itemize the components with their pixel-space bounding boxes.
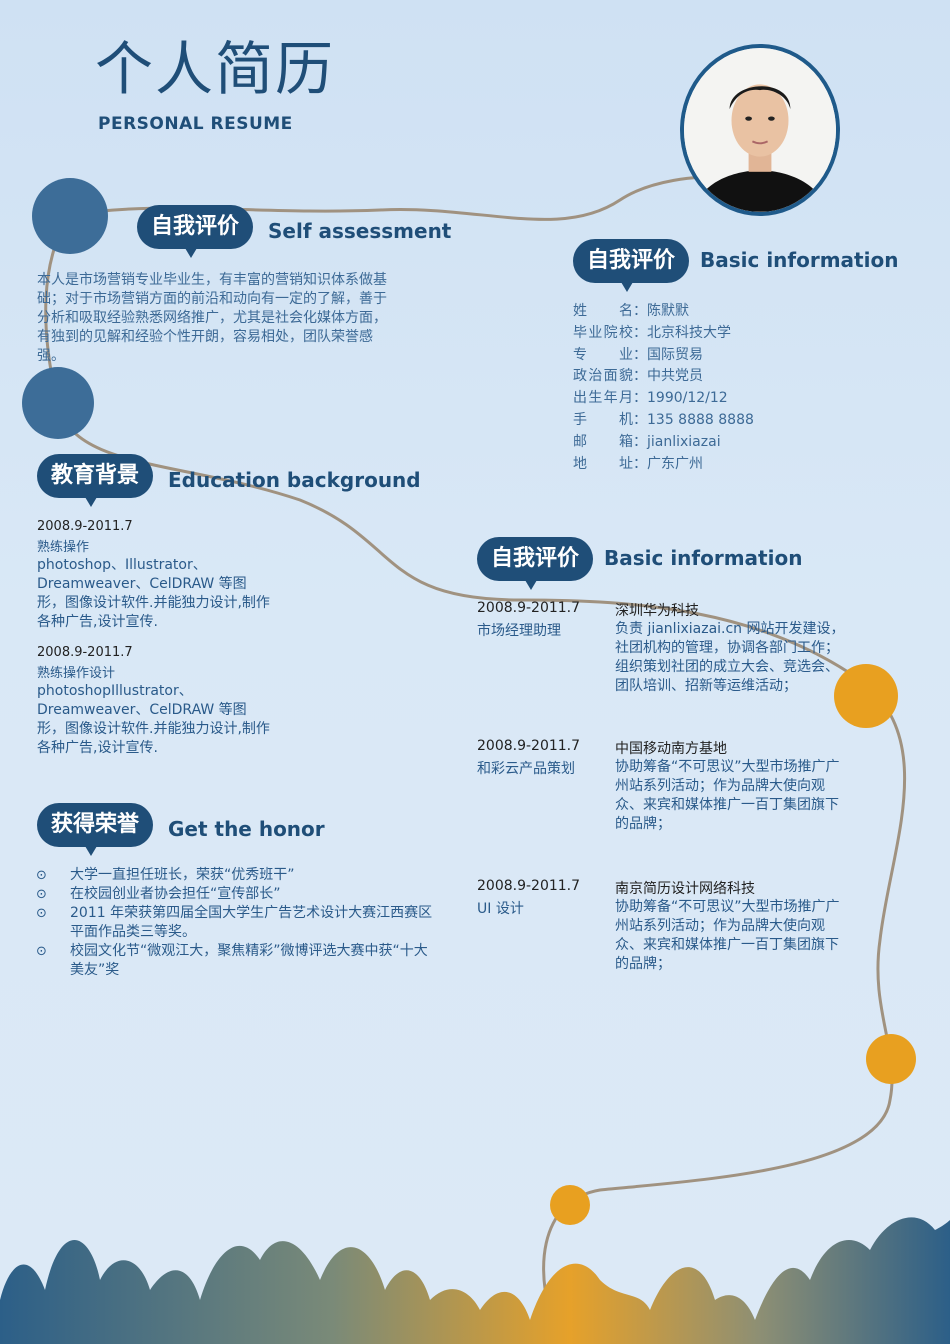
work-date: 2008.9-2011.7 (477, 878, 581, 894)
basic-info-colon: ： (633, 390, 647, 407)
work-company: 中国移动南方基地 (615, 741, 727, 757)
basic-info-heading-en: Basic information (700, 248, 899, 272)
education-item-2: 2008.9-2011.7 熟练操作设计 photoshopIllustrato… (37, 645, 273, 758)
honor-item: ⊙ 2011 年荣获第四届全国大学生广告艺术设计大赛江西赛区平面作品类三等奖。 (36, 904, 436, 942)
education-desc: photoshop、Illustrator、Dreamweaver、CelDRA… (37, 557, 270, 630)
education-item-1: 2008.9-2011.7 熟练操作 photoshop、Illustrator… (37, 519, 273, 632)
basic-info-row: 毕业院校：北京科技大学 (573, 322, 731, 342)
honor-text: 在校园创业者协会担任“宣传部长” (70, 886, 281, 902)
basic-info-colon: ： (633, 433, 647, 450)
avatar-icon (684, 48, 836, 212)
bullet-icon: ⊙ (36, 868, 47, 883)
mountain-silhouette (0, 1217, 950, 1344)
orange-circle-1 (834, 664, 898, 728)
orange-circle-3 (550, 1185, 590, 1225)
basic-info-row: 姓 名：陈默默 (573, 300, 689, 320)
basic-info-label: 毕业院校 (573, 324, 633, 341)
basic-info-heading: 自我评价 (573, 239, 690, 292)
basic-info-value: 陈默默 (647, 303, 689, 319)
work-company: 南京简历设计网络科技 (615, 881, 755, 897)
honor-item: ⊙ 校园文化节“微观江大，聚焦精彩”微博评选大赛中获“十大美友”奖 (36, 942, 436, 980)
basic-info-row: 地 址：广东广州 (573, 453, 703, 473)
work-desc: 负责 jianlixiazai.cn 网站开发建设，社团机构的管理，协调各部门工… (615, 621, 845, 694)
education-date: 2008.9-2011.7 (37, 645, 133, 660)
work-date: 2008.9-2011.7 (477, 600, 581, 616)
education-heading-en: Education background (168, 468, 421, 492)
basic-info-colon: ： (633, 455, 647, 472)
work-role: 和彩云产品策划 (477, 761, 575, 777)
basic-info-colon: ： (633, 346, 647, 363)
work-desc: 协助筹备“不可思议”大型市场推广广州站系列活动；作为品牌大使向观众、来宾和媒体推… (615, 759, 840, 832)
education-major: 熟练操作设计 (37, 666, 116, 681)
honor-item: ⊙ 大学一直担任班长，荣获“优秀班干” (36, 866, 436, 885)
basic-info-colon: ： (633, 412, 647, 428)
bullet-icon: ⊙ (36, 887, 47, 902)
bullet-icon: ⊙ (36, 906, 47, 921)
education-heading: 教育背景 (37, 454, 154, 507)
honor-text: 大学一直担任班长，荣获“优秀班干” (70, 867, 295, 883)
honors-heading: 获得荣誉 (37, 803, 154, 856)
basic-info-value: 中共党员 (647, 368, 703, 385)
work-heading: 自我评价 (477, 537, 594, 590)
basic-info-label: 地 址 (573, 455, 633, 472)
basic-info-label: 出生年月 (573, 390, 633, 407)
basic-info-value: 北京科技大学 (647, 324, 731, 341)
basic-info-label: 政治面貌 (573, 368, 633, 385)
education-desc: photoshopIllustrator、Dreamweaver、CelDRAW… (37, 683, 270, 756)
blue-circle-medium (22, 367, 94, 439)
honors-list: ⊙ 大学一直担任班长，荣获“优秀班干” ⊙ 在校园创业者协会担任“宣传部长” ⊙ 2011… (36, 866, 436, 980)
basic-info-row: 出生年月：1990/12/12 (573, 387, 728, 407)
work-role: 市场经理助理 (477, 623, 561, 639)
self-assessment-heading-en: Self assessment (268, 219, 452, 243)
basic-info-colon: ： (633, 324, 647, 341)
self-assessment-text: 本人是市场营销专业毕业生，有丰富的营销知识体系做基础；对于市场营销方面的前沿和动… (37, 272, 387, 364)
basic-info-colon: ： (633, 303, 647, 319)
basic-info-colon: ： (633, 368, 647, 385)
basic-info-label: 姓 名 (573, 303, 633, 319)
orange-circle-2 (866, 1034, 916, 1084)
basic-info-row: 政治面貌：中共党员 (573, 365, 703, 385)
profile-photo (680, 44, 840, 216)
honor-text: 2011 年荣获第四届全国大学生广告艺术设计大赛江西赛区平面作品类三等奖。 (70, 905, 433, 940)
work-heading-en: Basic information (604, 546, 803, 570)
honors-heading-en: Get the honor (168, 817, 325, 841)
honor-item: ⊙ 在校园创业者协会担任“宣传部长” (36, 885, 436, 904)
honor-text: 校园文化节“微观江大，聚焦精彩”微博评选大赛中获“十大美友”奖 (70, 943, 428, 978)
basic-info-row: 邮 箱：jianlixiazai (573, 431, 721, 451)
work-company: 深圳华为科技 (615, 603, 699, 619)
basic-info-value: jianlixiazai (647, 433, 721, 450)
basic-info-value: 1990/12/12 (647, 390, 728, 407)
basic-info-row: 专 业：国际贸易 (573, 344, 703, 364)
page-title: 个人简历 (95, 35, 336, 103)
basic-info-label: 邮 箱 (573, 433, 633, 450)
work-role: UI 设计 (477, 901, 524, 917)
blue-circle-large (32, 178, 108, 254)
basic-info-label: 专 业 (573, 346, 633, 363)
bullet-icon: ⊙ (36, 944, 47, 959)
basic-info-value: 135 8888 8888 (647, 412, 754, 428)
education-major: 熟练操作 (37, 540, 90, 555)
basic-info-value: 国际贸易 (647, 346, 703, 363)
work-date: 2008.9-2011.7 (477, 738, 581, 754)
work-desc: 协助筹备“不可思议”大型市场推广广州站系列活动；作为品牌大使向观众、来宾和媒体推… (615, 899, 840, 972)
education-date: 2008.9-2011.7 (37, 519, 133, 534)
basic-info-label: 手 机 (573, 412, 633, 428)
self-assessment-heading: 自我评价 (137, 205, 254, 258)
basic-info-value: 广东广州 (647, 455, 703, 472)
page-subtitle: PERSONAL RESUME (98, 114, 293, 134)
basic-info-row: 手 机：135 8888 8888 (573, 409, 754, 429)
